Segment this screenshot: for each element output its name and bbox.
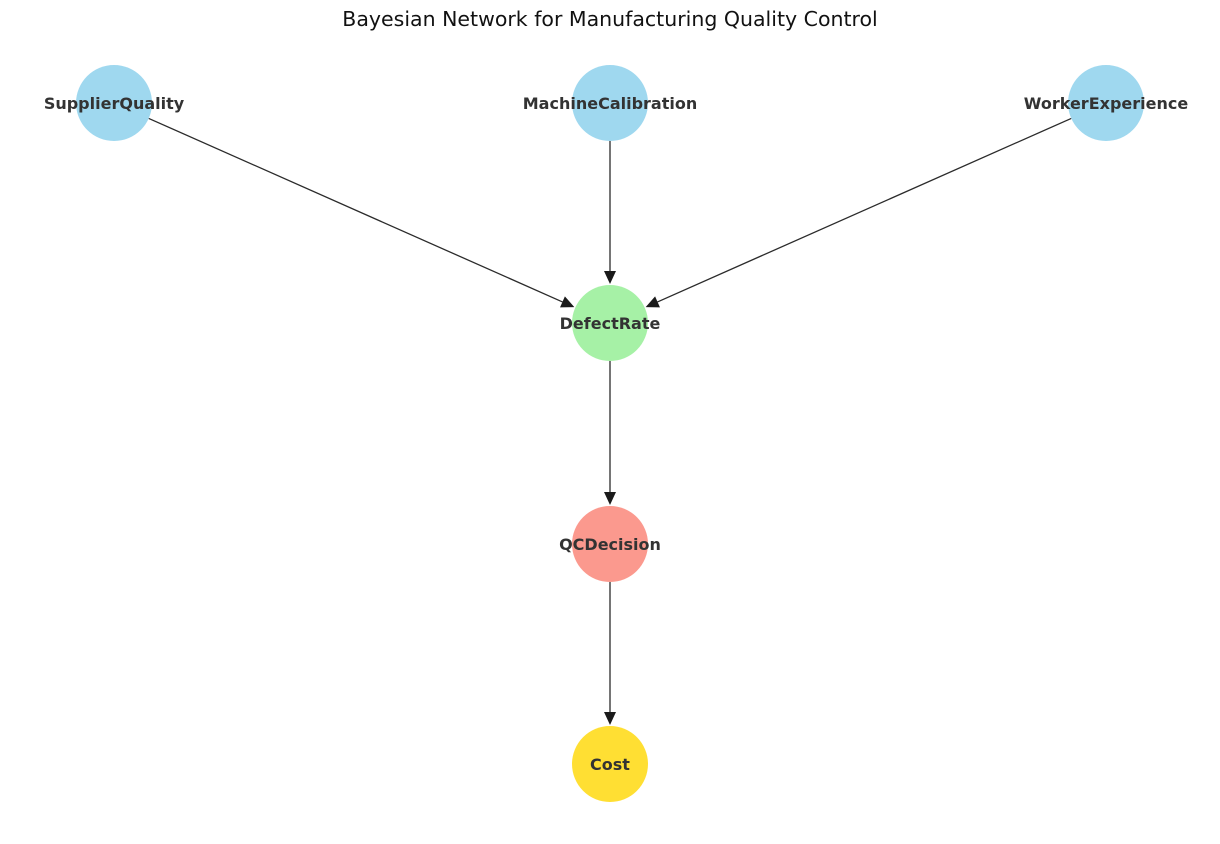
edge-supplier-quality-to-defect-rate [148, 117, 575, 308]
node-label: WorkerExperience [1024, 94, 1189, 113]
arrowhead-icon [645, 296, 660, 308]
node-circle [572, 506, 648, 582]
edge-line [657, 117, 1072, 303]
arrowhead-icon [604, 492, 616, 505]
node-defect-rate: DefectRate [560, 285, 661, 361]
node-label: QCDecision [559, 535, 661, 554]
edges-layer [148, 117, 1072, 725]
arrowhead-icon [604, 271, 616, 284]
node-worker-experience: WorkerExperience [1024, 65, 1189, 141]
node-circle [1068, 65, 1144, 141]
node-label: Cost [590, 755, 630, 774]
node-label: DefectRate [560, 314, 661, 333]
edge-defect-rate-to-qcdecision [604, 361, 616, 505]
edge-qcdecision-to-cost [604, 582, 616, 725]
node-label: MachineCalibration [523, 94, 697, 113]
arrowhead-icon [560, 296, 575, 308]
node-circle [572, 285, 648, 361]
node-qcdecision: QCDecision [559, 506, 661, 582]
node-supplier-quality: SupplierQuality [44, 65, 185, 141]
node-label: SupplierQuality [44, 94, 185, 113]
node-machine-calibration: MachineCalibration [523, 65, 697, 141]
arrowhead-icon [604, 712, 616, 725]
node-cost: Cost [572, 726, 648, 802]
node-circle [572, 726, 648, 802]
nodes-layer: SupplierQuality MachineCalibration WorkerE… [44, 65, 1189, 802]
node-circle [572, 65, 648, 141]
edge-worker-experience-to-defect-rate [645, 117, 1072, 308]
edge-line [148, 117, 563, 303]
node-circle [76, 65, 152, 141]
edge-machine-calibration-to-defect-rate [604, 141, 616, 284]
diagram-title: Bayesian Network for Manufacturing Quali… [342, 7, 877, 31]
